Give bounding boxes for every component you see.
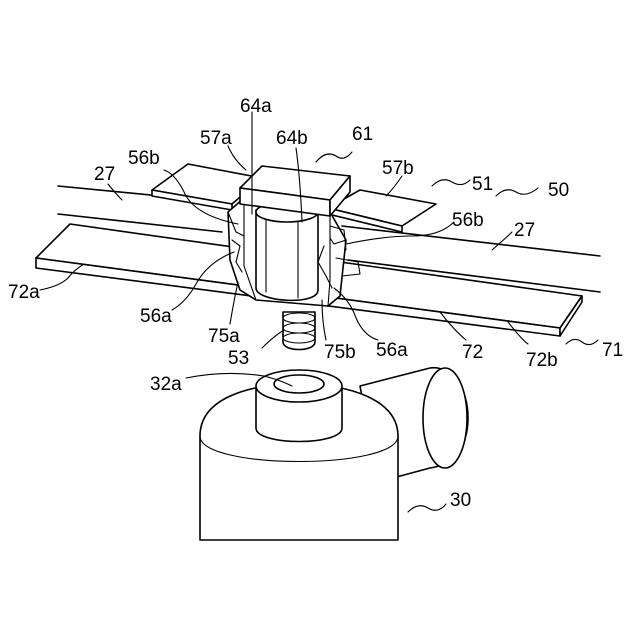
label-72a: 72a xyxy=(8,282,40,303)
label-27-left: 27 xyxy=(94,164,115,185)
label-51: 51 xyxy=(472,174,493,195)
label-71: 71 xyxy=(602,340,623,361)
label-57a: 57a xyxy=(200,128,232,149)
port-32a xyxy=(274,375,324,393)
side-pipe-end xyxy=(423,368,467,468)
label-32a: 32a xyxy=(150,374,182,395)
leader-57b xyxy=(386,176,402,196)
label-50: 50 xyxy=(548,180,569,201)
label-75a: 75a xyxy=(208,326,240,347)
label-27-right: 27 xyxy=(514,220,535,241)
label-72: 72 xyxy=(462,342,483,363)
body-30 xyxy=(200,368,468,540)
leader-30 xyxy=(408,504,446,512)
label-61: 61 xyxy=(352,124,373,145)
label-57b: 57b xyxy=(382,158,414,179)
leader-71 xyxy=(566,339,598,344)
label-64a: 64a xyxy=(240,96,272,117)
leader-57a xyxy=(228,146,246,170)
label-56b-left: 56b xyxy=(128,148,160,169)
label-72b: 72b xyxy=(526,350,558,371)
inner-cylinder xyxy=(256,210,318,300)
stem-body xyxy=(283,312,315,350)
leader-27-right xyxy=(492,232,512,250)
label-56b-right: 56b xyxy=(452,210,484,231)
label-75b: 75b xyxy=(324,342,356,363)
label-53: 53 xyxy=(228,348,249,369)
label-56a-left: 56a xyxy=(140,306,172,327)
leader-61 xyxy=(316,152,352,162)
label-30: 30 xyxy=(450,490,471,511)
label-64b: 64b xyxy=(276,128,308,149)
stem-53 xyxy=(283,312,315,350)
leader-50 xyxy=(496,188,538,196)
leader-51 xyxy=(432,180,470,186)
leader-53 xyxy=(262,330,284,348)
label-56a-right: 56a xyxy=(376,340,408,361)
